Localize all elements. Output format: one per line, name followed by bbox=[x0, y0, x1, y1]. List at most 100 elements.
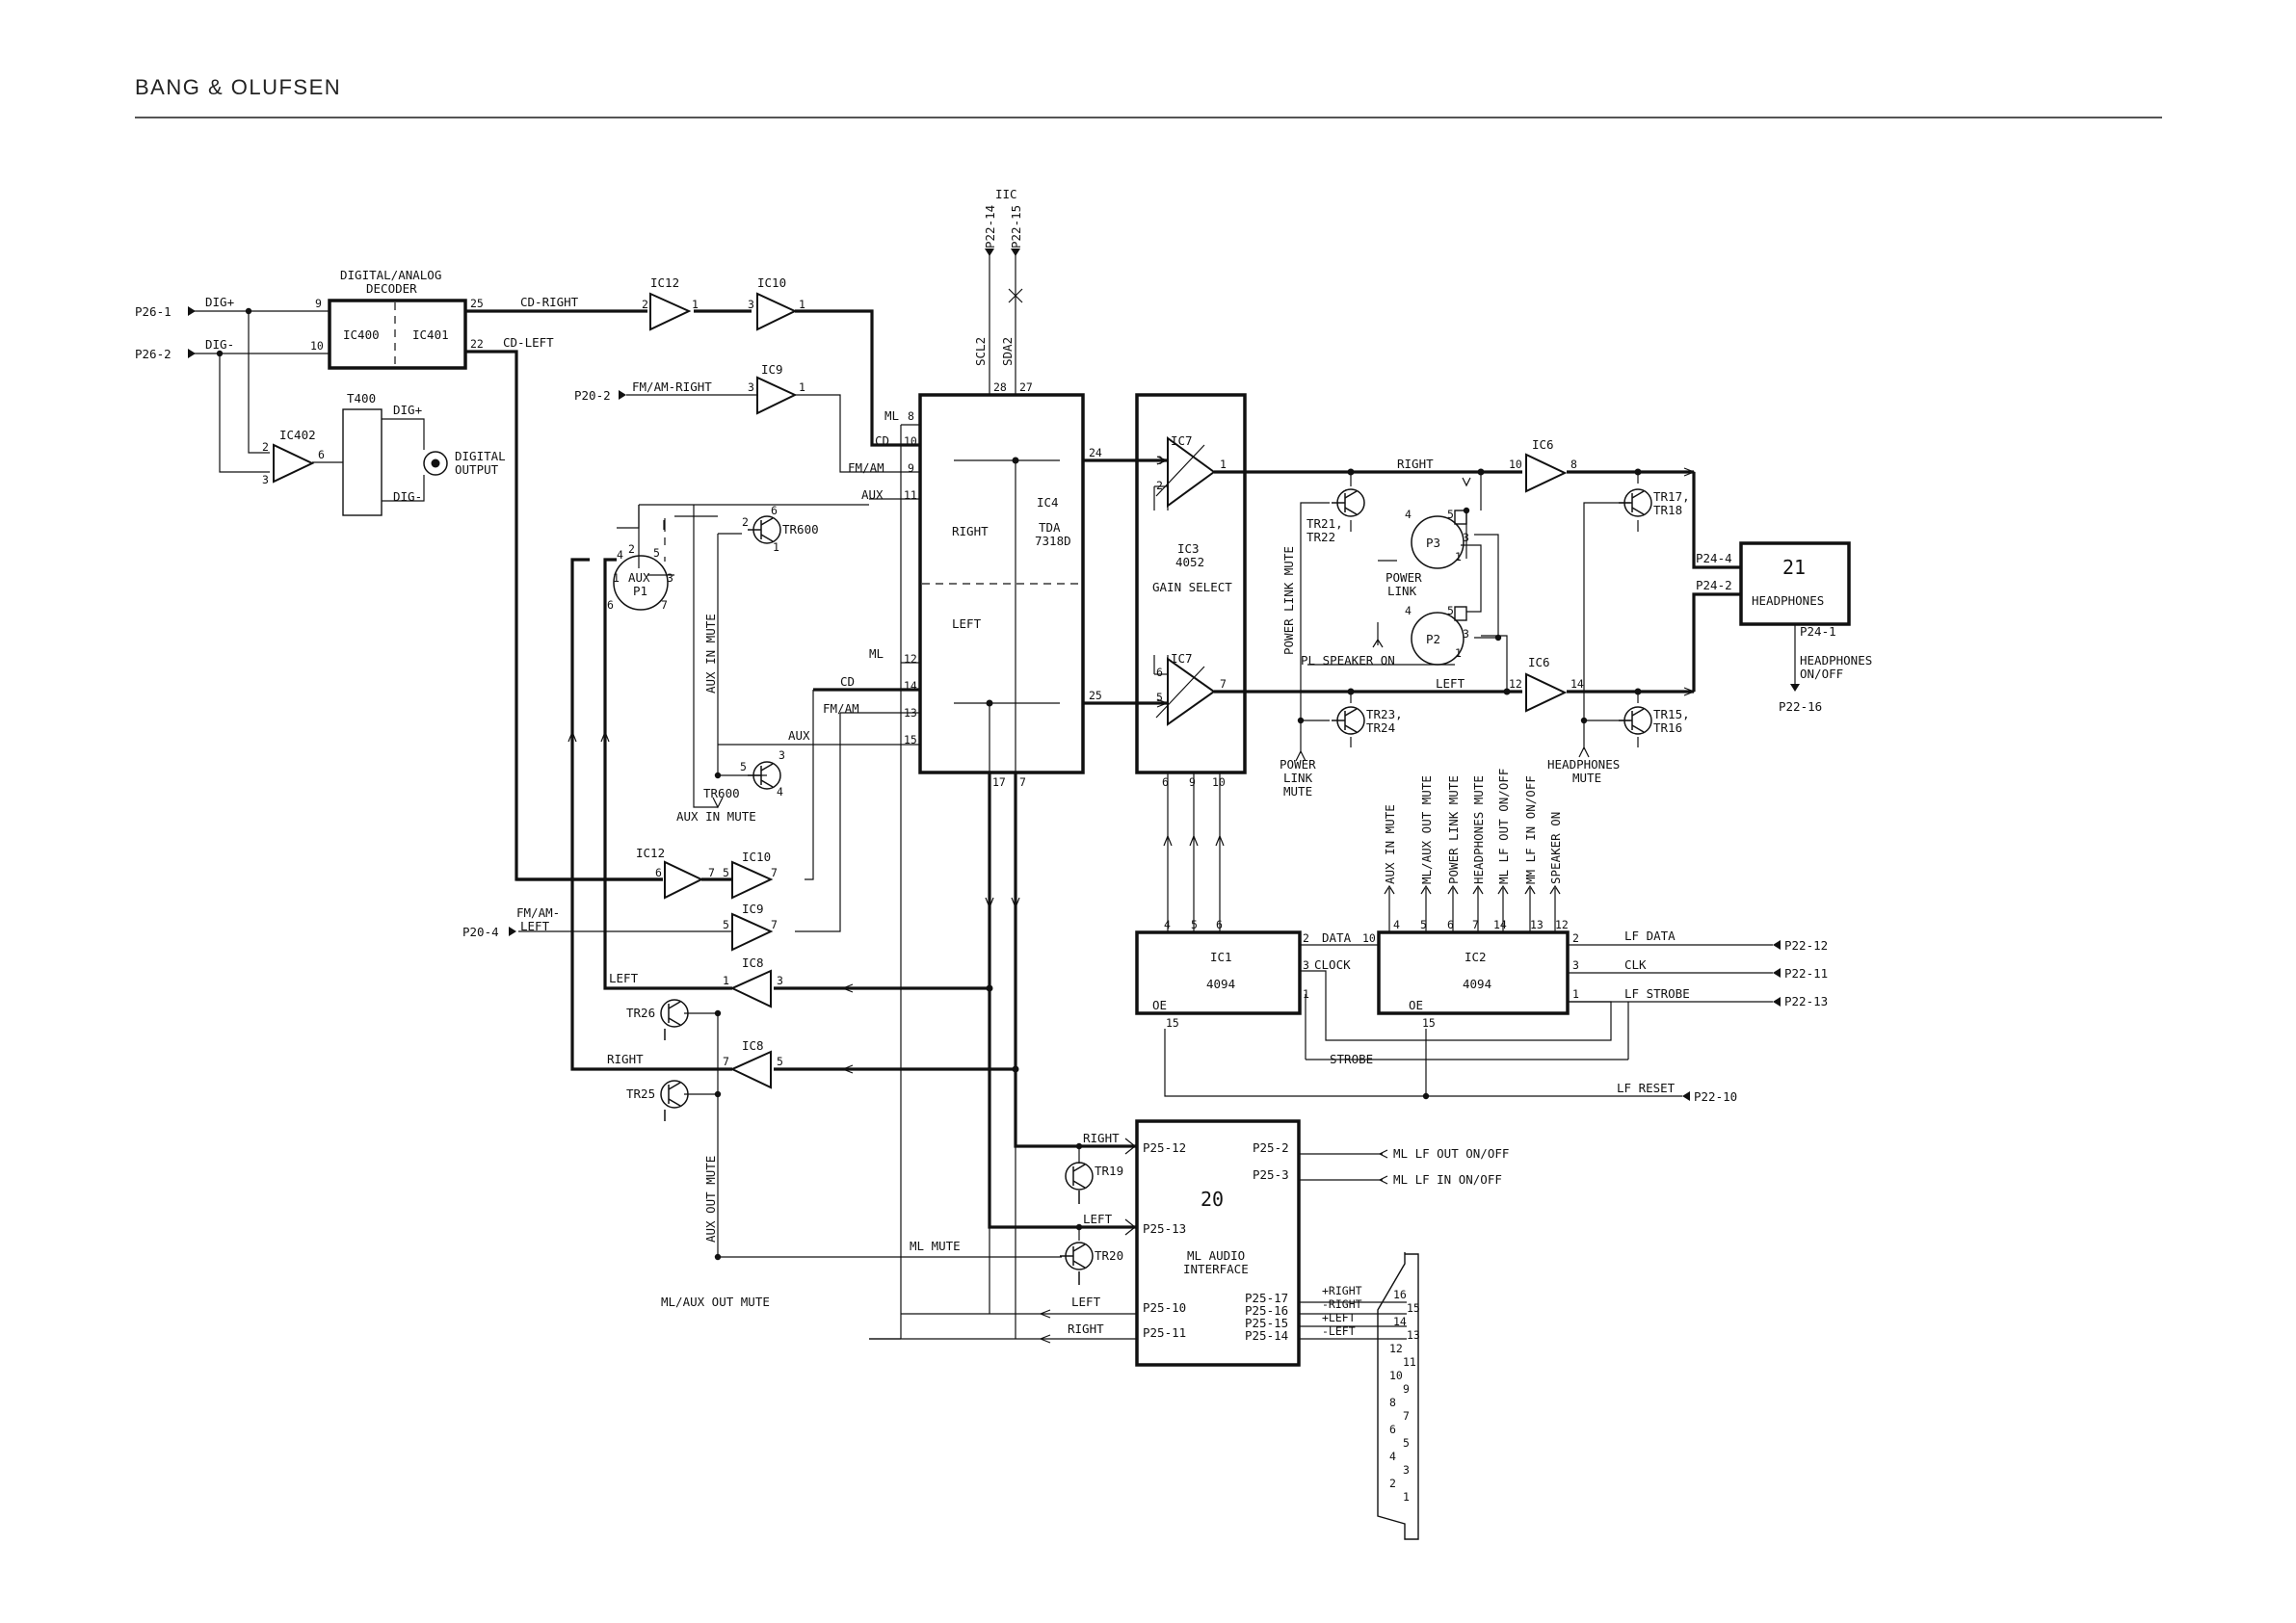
ic6b-amp bbox=[1525, 672, 1568, 713]
ml-left-label: LEFT bbox=[1083, 1212, 1113, 1226]
tr600b-label: TR600 bbox=[703, 786, 740, 800]
ic2-out-ml-aux-out-mute: ML/AUX OUT MUTE bbox=[1419, 775, 1434, 884]
ic2-out-mm-lf-in: MM LF IN ON/OFF bbox=[1523, 775, 1538, 884]
tr20-symbol bbox=[1060, 1242, 1094, 1285]
ic1-pin-1: 1 bbox=[1303, 987, 1309, 1001]
p25-11-port: P25-11 bbox=[1143, 1325, 1186, 1340]
ic9b-pin-5: 5 bbox=[723, 918, 729, 931]
headphones-mute-2: MUTE bbox=[1572, 771, 1601, 785]
p3-pin-4: 4 bbox=[1405, 508, 1412, 521]
tr600a-symbol bbox=[748, 515, 781, 544]
ic402-pin-2: 2 bbox=[262, 440, 269, 454]
digital-output-l2: OUTPUT bbox=[455, 462, 499, 477]
fm-am-left-1: FM/AM- bbox=[516, 905, 560, 920]
dig-minus-label: DIG- bbox=[205, 337, 234, 352]
ic3-name: IC3 bbox=[1177, 541, 1200, 556]
ic4-pin-17: 17 bbox=[992, 775, 1006, 789]
decoder-block bbox=[328, 299, 467, 370]
p3-pin-3: 3 bbox=[1463, 531, 1469, 544]
left-out-label: LEFT bbox=[609, 971, 639, 985]
ic3-block bbox=[1135, 393, 1247, 774]
ic4-name: IC4 bbox=[1037, 495, 1059, 510]
p2-pin-3: 3 bbox=[1463, 627, 1469, 641]
p25-10-port: P25-10 bbox=[1143, 1300, 1186, 1315]
t400-block bbox=[342, 408, 383, 516]
ic8a-amp bbox=[729, 969, 772, 1008]
ic2-pin-7: 7 bbox=[1472, 918, 1479, 931]
cd-b-label: CD bbox=[840, 674, 855, 689]
tr600b-pin-4: 4 bbox=[777, 785, 783, 798]
ic2-pin-10: 10 bbox=[1362, 931, 1376, 945]
ml-lf-in-label: ML LF IN ON/OFF bbox=[1393, 1172, 1502, 1187]
tr25-symbol bbox=[660, 1080, 689, 1121]
p25-15-port: P25-15 bbox=[1245, 1316, 1288, 1330]
ic7b-pin-7: 7 bbox=[1220, 677, 1227, 691]
ic4-pin-14: 14 bbox=[904, 679, 917, 693]
p25-13-port: P25-13 bbox=[1143, 1221, 1186, 1236]
ic402-label: IC402 bbox=[279, 428, 316, 442]
tr21-label: TR21, bbox=[1306, 516, 1343, 531]
tr21-symbol bbox=[1332, 488, 1365, 517]
tr18-label: TR18 bbox=[1653, 503, 1682, 517]
tr600b-pin-5: 5 bbox=[740, 760, 747, 773]
p2-pin-1: 1 bbox=[1455, 646, 1462, 660]
headphones-label: HEADPHONES bbox=[1752, 593, 1824, 608]
junction-dots bbox=[216, 307, 1642, 1261]
ic2-pin-6: 6 bbox=[1447, 918, 1454, 931]
ic6b-pin-12: 12 bbox=[1509, 677, 1522, 691]
strobe-label: STROBE bbox=[1330, 1052, 1373, 1066]
ic9a-pin-1: 1 bbox=[799, 380, 805, 394]
p25-2-port: P25-2 bbox=[1253, 1140, 1289, 1155]
p24-1-port: P24-1 bbox=[1800, 624, 1836, 639]
power-link-2: LINK bbox=[1387, 584, 1417, 598]
ic12a-pin-2: 2 bbox=[642, 298, 648, 311]
p24-4-port: P24-4 bbox=[1696, 551, 1732, 565]
p26-2-port: P26-2 bbox=[135, 347, 172, 361]
ic9b-amp bbox=[731, 912, 774, 952]
ic3-pin-10: 10 bbox=[1212, 775, 1226, 789]
ic9a-pin-3: 3 bbox=[748, 380, 754, 394]
p2-din bbox=[1411, 612, 1465, 666]
hp-onoff-1: HEADPHONES bbox=[1800, 653, 1872, 668]
ic2-type: 4094 bbox=[1463, 977, 1491, 991]
sda2-label: SDA2 bbox=[1000, 337, 1015, 366]
ic8b-label: IC8 bbox=[742, 1038, 764, 1053]
ic4-pin-10: 10 bbox=[904, 434, 917, 448]
lf-strobe-label: LF STROBE bbox=[1624, 986, 1690, 1001]
p1-pin-5: 5 bbox=[653, 546, 660, 560]
ic3-pin-6: 6 bbox=[1162, 775, 1169, 789]
ic402-amp bbox=[273, 443, 315, 484]
ml-audio-l1: ML AUDIO bbox=[1187, 1248, 1245, 1263]
ic1-type: 4094 bbox=[1206, 977, 1235, 991]
conn-pin-1: 1 bbox=[1403, 1490, 1410, 1504]
p25-3-port: P25-3 bbox=[1253, 1167, 1289, 1182]
aux-label: AUX bbox=[628, 570, 650, 585]
p1-pin-2: 2 bbox=[628, 542, 635, 556]
ic9a-amp bbox=[756, 376, 798, 415]
transistor-symbols bbox=[660, 488, 1652, 1285]
ic10a-label: IC10 bbox=[757, 275, 786, 290]
hp-onoff-2: ON/OFF bbox=[1800, 667, 1843, 681]
ic8b-amp bbox=[729, 1050, 772, 1089]
ml-audio-block bbox=[1135, 1119, 1301, 1367]
ic4-block bbox=[918, 393, 1085, 774]
headphones-mute-1: HEADPHONES bbox=[1547, 757, 1620, 772]
ic6a-pin-8: 8 bbox=[1570, 458, 1577, 471]
ic12b-amp bbox=[664, 860, 704, 900]
ml-audio-l2: INTERFACE bbox=[1183, 1262, 1249, 1276]
ic8b-pin-7: 7 bbox=[723, 1055, 729, 1068]
ic1-pin-5: 5 bbox=[1191, 918, 1198, 931]
connector-symbols bbox=[423, 451, 1467, 666]
ic402-pin-3: 3 bbox=[262, 473, 269, 486]
aux-in-mute-label: AUX IN MUTE bbox=[676, 809, 756, 824]
clock-label: CLOCK bbox=[1314, 957, 1351, 972]
conn-pin-6: 6 bbox=[1389, 1423, 1396, 1436]
power-link-mute-vertical: POWER LINK MUTE bbox=[1281, 546, 1296, 655]
ic7b-amp bbox=[1167, 657, 1216, 726]
ic402-pin-6: 6 bbox=[318, 448, 325, 461]
pl-speaker-on: PL SPEAKER ON bbox=[1301, 653, 1395, 668]
ic4-left: LEFT bbox=[952, 616, 982, 631]
ic2-name: IC2 bbox=[1465, 950, 1487, 964]
aux-out-mute-vertical: AUX OUT MUTE bbox=[703, 1156, 718, 1243]
lf-reset-label: LF RESET bbox=[1617, 1081, 1676, 1095]
